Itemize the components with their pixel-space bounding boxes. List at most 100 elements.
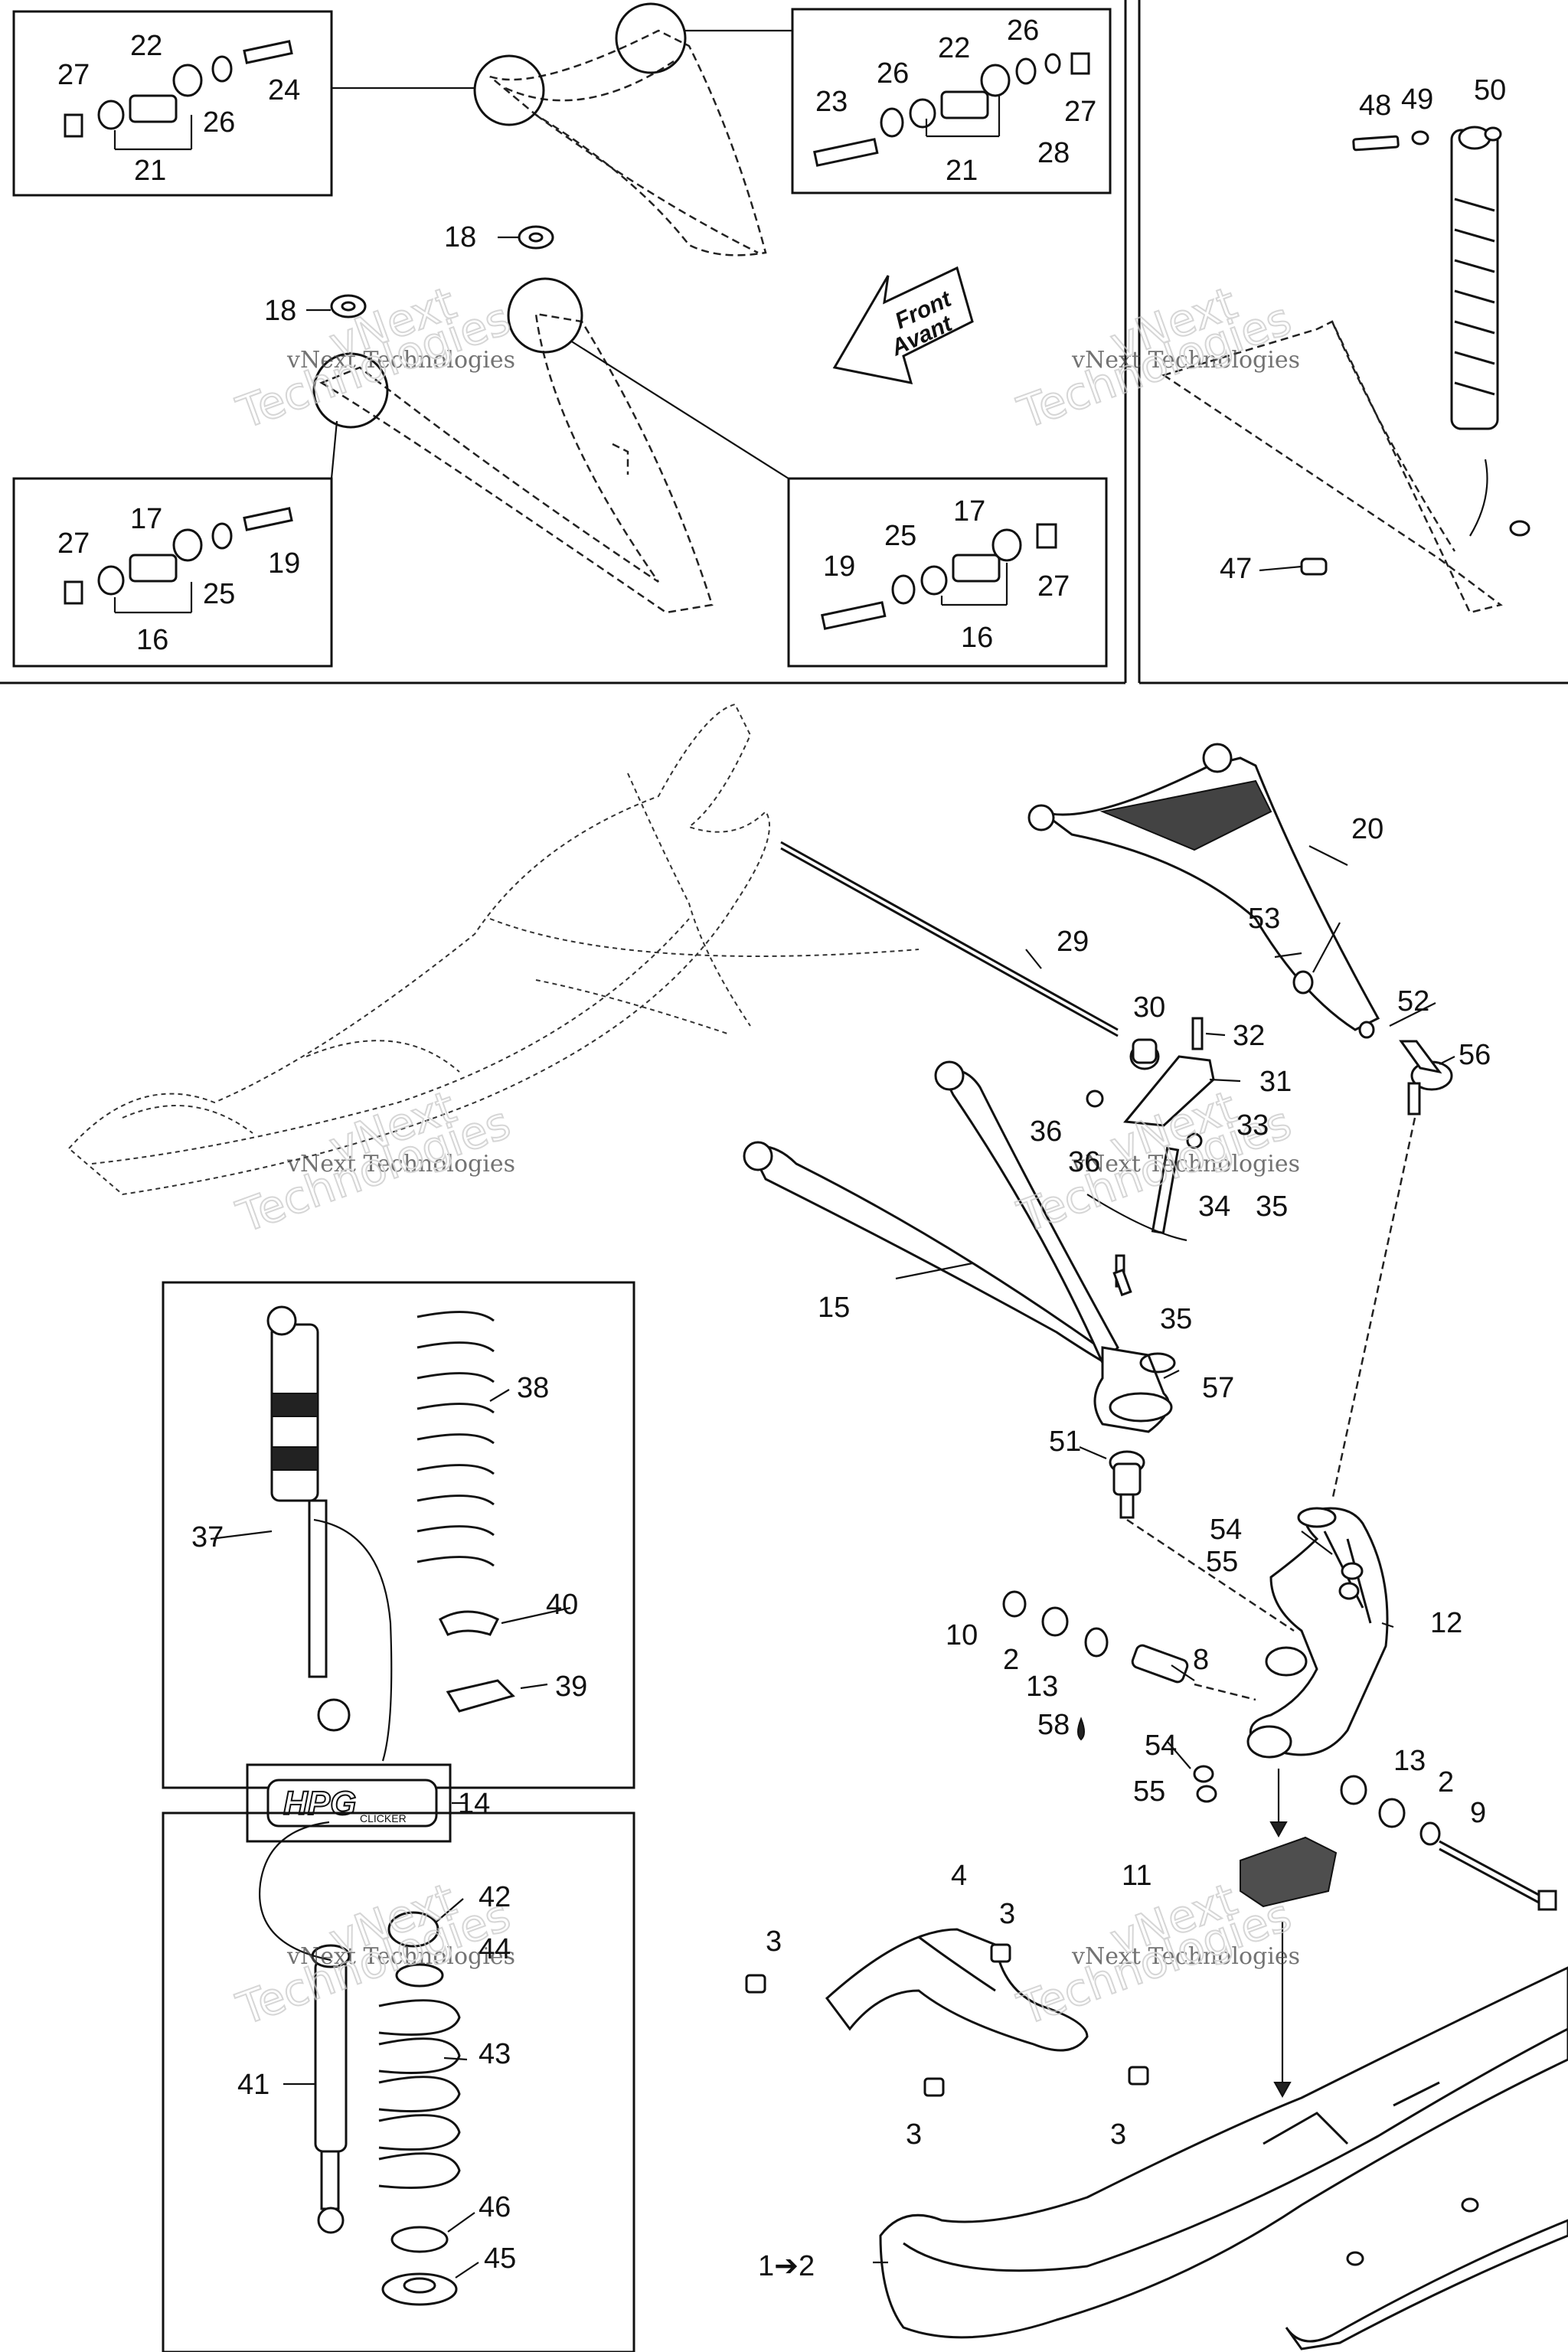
- part-label: 3: [766, 1926, 782, 1958]
- lower-a-arm-outline: [312, 277, 789, 614]
- part-label: 19: [268, 547, 300, 580]
- part-label: 20: [1351, 813, 1383, 845]
- part-label: 12: [1430, 1607, 1462, 1639]
- leader-lines: [113, 96, 1455, 2278]
- part-label: 23: [815, 86, 848, 118]
- watermark-text: vNext Technologies: [1071, 1943, 1300, 1970]
- spindle-hardware-right: [1193, 1562, 1557, 1911]
- part-label: 49: [1401, 83, 1433, 116]
- part-label: 27: [1064, 96, 1096, 128]
- part-label: 13: [1026, 1671, 1058, 1703]
- part-label: 32: [1233, 1020, 1265, 1052]
- bolts-3: [745, 1943, 1149, 2097]
- part-label: 27: [57, 528, 90, 560]
- part-label: 53: [1248, 903, 1280, 935]
- lower-a-arm-15: [743, 1060, 1173, 1433]
- part-label: 40: [546, 1589, 578, 1621]
- part-label: 48: [1359, 90, 1391, 122]
- washer-18-upper: [518, 225, 554, 250]
- spindle-12: [1246, 1507, 1389, 1759]
- part-label: 35: [1160, 1303, 1192, 1335]
- upper-a-arm-outline: [332, 2, 792, 256]
- callout-circle: [507, 277, 583, 354]
- cushion-11: [1240, 1769, 1338, 2099]
- part-label: 13: [1393, 1745, 1426, 1777]
- part-label: 54: [1145, 1730, 1177, 1762]
- part-label: 35: [1256, 1191, 1288, 1223]
- part-label: 25: [203, 578, 235, 610]
- part-label: 18: [264, 295, 296, 327]
- part-label: 22: [938, 32, 970, 64]
- part-label: 17: [130, 503, 162, 535]
- part-label: 29: [1057, 926, 1089, 958]
- shock-box-upper: [162, 1281, 635, 1789]
- part-label: 26: [203, 106, 235, 139]
- logo-subtext: CLICKER: [360, 1812, 407, 1824]
- part-label: 10: [946, 1619, 978, 1651]
- part-label: 22: [130, 30, 162, 62]
- part-label: 14: [458, 1788, 490, 1820]
- part-label: 18: [444, 221, 476, 253]
- ski-frame-ghost: [67, 703, 920, 1196]
- watermark-text: vNext Technologies: [286, 347, 515, 374]
- part-label: 3: [1110, 2118, 1126, 2151]
- hpg-logo-14: HPG CLICKER: [246, 1763, 452, 1843]
- upper-a-arm-20: [1027, 743, 1380, 1039]
- inset-box-lower-left: [12, 477, 333, 668]
- part-label: 47: [1220, 553, 1252, 585]
- part-label: 52: [1397, 985, 1429, 1018]
- spindle-hardware-left: [1002, 1590, 1256, 1741]
- part-label: 44: [479, 1933, 511, 1965]
- top-left-panel: [0, 0, 1127, 684]
- part-label: 57: [1202, 1372, 1234, 1404]
- sway-bar-29: [780, 841, 1119, 1037]
- inset-hardware-lower-left: [64, 507, 293, 605]
- part-label: 54: [1210, 1514, 1242, 1546]
- inset-box-lower-right: [787, 477, 1108, 668]
- part-label: 30: [1133, 991, 1165, 1024]
- ski-1: [879, 1966, 1568, 2350]
- part-label: 17: [953, 495, 985, 528]
- part-label: 21: [946, 155, 978, 187]
- part-label: 16: [136, 624, 168, 656]
- circlip-57: [1139, 1352, 1176, 1374]
- part-label: 2: [1438, 1766, 1454, 1798]
- inset-box-upper-right: [791, 8, 1112, 194]
- part-label: 34: [1198, 1191, 1230, 1223]
- part-label: 50: [1474, 74, 1506, 106]
- part-label: 25: [884, 520, 916, 552]
- part-label: 16: [961, 622, 993, 654]
- part-label: 4: [951, 1860, 967, 1892]
- bushing-30: [1129, 1038, 1160, 1070]
- part-label: 36: [1068, 1146, 1100, 1178]
- part-label: 27: [1037, 570, 1070, 603]
- callout-circle: [473, 54, 545, 126]
- part-label: 41: [237, 2069, 270, 2101]
- part-label: 1➔2: [758, 2250, 815, 2282]
- part-label: 51: [1049, 1426, 1081, 1458]
- inset-hardware-lower-right: [821, 523, 1057, 630]
- part-labels: 27 22 24 26 21 26 26 22 23 27 28 21 18 1…: [57, 15, 1506, 2282]
- part-label: 37: [191, 1521, 224, 1553]
- ski-leg-4: [825, 1928, 1089, 2052]
- washer-18-lower: [330, 294, 367, 318]
- part-label: 24: [268, 74, 300, 106]
- watermark-text: vNext Technologies: [1071, 1151, 1300, 1178]
- inset-box-upper-left: [12, 10, 333, 197]
- part-label: 26: [1007, 15, 1039, 47]
- part-label: 45: [484, 2243, 516, 2275]
- callout-circle: [615, 2, 687, 74]
- part-label: 38: [517, 1372, 549, 1404]
- watermark-text: vNext Technologies: [286, 1943, 515, 1970]
- watermark-text: vNext Technologies: [286, 1151, 515, 1178]
- logo-text: HPG: [283, 1785, 356, 1822]
- bracket-31: [1086, 1017, 1215, 1242]
- part-label: 27: [57, 59, 90, 91]
- callout-circle: [312, 352, 389, 429]
- part-label: 21: [134, 155, 166, 187]
- inset-hardware-upper-left: [64, 40, 293, 138]
- part-label: 43: [479, 2038, 511, 2070]
- part-label: 3: [906, 2118, 922, 2151]
- part-label: 33: [1236, 1109, 1269, 1142]
